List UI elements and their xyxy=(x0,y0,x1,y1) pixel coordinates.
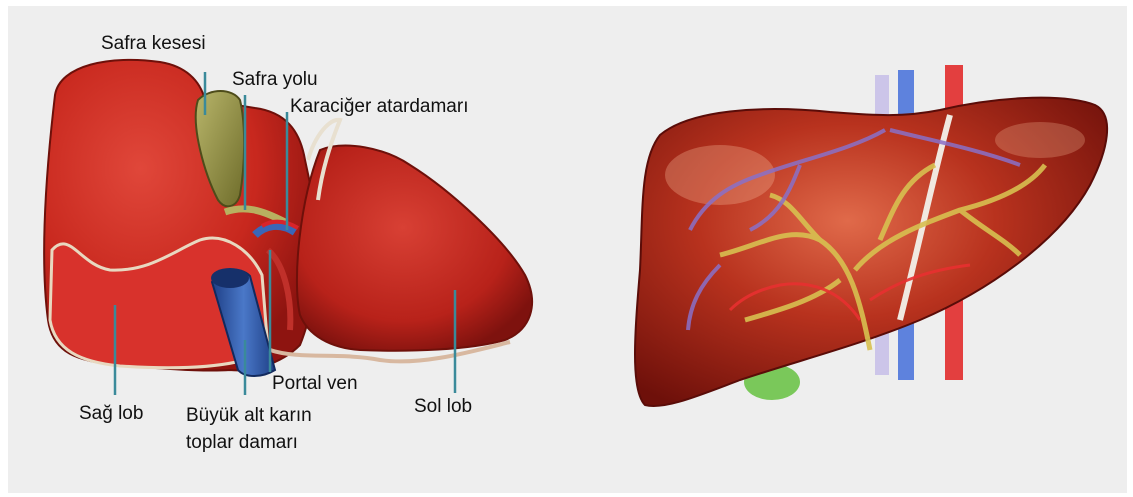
label-bile-duct: Safra yolu xyxy=(232,68,318,92)
label-right-lobe: Sağ lob xyxy=(79,402,143,426)
label-inferior-vena-cava: Büyük alt karın toplar damarı xyxy=(186,402,356,456)
label-hepatic-artery: Karaciğer atardamarı xyxy=(290,95,468,119)
label-left-lobe: Sol lob xyxy=(414,395,472,419)
label-gallbladder: Safra kesesi xyxy=(101,32,206,56)
label-portal-vein: Portal ven xyxy=(272,372,358,396)
